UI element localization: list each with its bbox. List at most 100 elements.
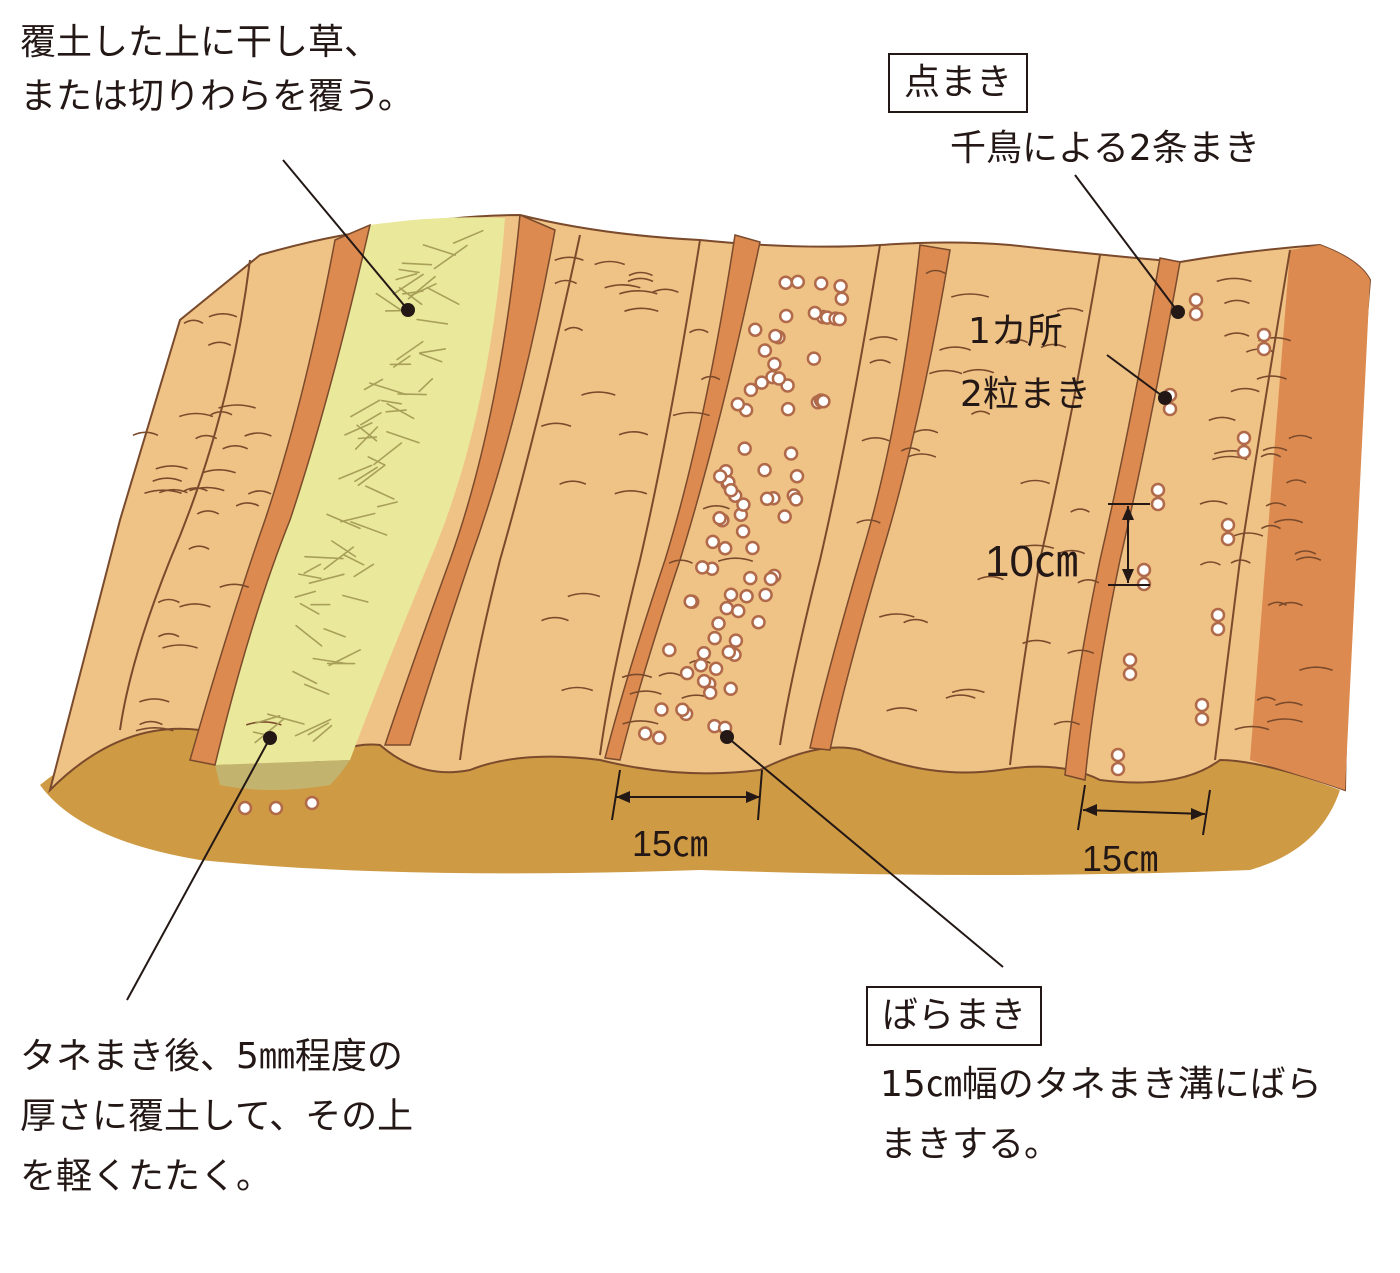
soil-texture-stroke [157,598,180,604]
soil-texture-stroke [244,432,272,437]
seed [268,800,284,816]
seed [719,600,734,616]
soil-texture-stroke [207,341,232,347]
seed [790,274,806,290]
annotations [126,159,1211,1001]
soil-texture-stroke [886,707,918,712]
straw-texture-stroke [357,464,386,487]
seed [693,658,709,673]
soil-texture-stroke [1016,544,1055,550]
seed [723,587,739,602]
soil-texture-stroke [155,465,188,470]
leader-dot-sowing [1074,174,1179,313]
soil-texture-stroke [179,603,211,608]
soil-texture-stroke [183,487,208,492]
furrow-wall-1 [189,223,372,766]
soil-texture-stroke [1256,696,1276,701]
straw-texture-stroke [407,275,436,300]
soil-texture-stroke [222,445,249,450]
dimension-15cm-a [611,769,763,821]
per-spot-label-line1: 1カ所 [968,311,1063,352]
leader-dot-per-spot [1158,391,1172,405]
seed [757,462,772,478]
straw-texture-stroke [433,244,468,270]
seed [702,685,718,701]
straw-texture-stroke [365,485,395,500]
seed [712,511,727,526]
soil-texture-stroke [970,410,991,415]
furrow-wall-3 [604,234,761,761]
straw-texture-stroke [452,229,484,244]
seed [723,483,739,498]
dimension-15cm-b [1077,784,1211,836]
soil-texture-stroke [627,277,654,283]
straw-texture-stroke [344,422,373,436]
seed [1220,531,1236,547]
soil-texture-stroke [879,613,915,618]
seed [662,642,677,658]
cover-label-line1: タネまき後、5㎜程度の [20,1036,403,1077]
soil-texture-stroke [135,727,174,732]
soil-texture-stroke [624,307,659,313]
soil-texture-stroke [1058,549,1086,555]
seed [813,276,829,291]
seed [834,291,850,306]
straw-texture-stroke [393,355,411,368]
soil-texture-stroke [202,469,236,474]
straw-texture-stroke [426,286,460,305]
soil-texture-stroke [962,368,995,374]
seed [788,492,804,507]
seed [1194,711,1210,727]
seed [708,661,724,677]
straw-texture-stroke [367,456,386,466]
cover-label-line3: を軽くたたく。 [20,1156,273,1197]
broadcast-desc-line2: まきする。 [880,1124,1061,1165]
soil-texture-stroke [939,346,971,351]
soil-texture-stroke [1216,277,1252,283]
seed [745,540,760,556]
soil-texture-stroke [218,404,256,409]
straw-texture-stroke [295,624,323,647]
soil-texture-stroke [1275,701,1303,707]
straw-texture-stroke [312,657,347,665]
soil-texture-stroke [951,688,985,694]
soil-end-face [1250,245,1370,790]
ridge-outline [779,244,881,746]
soil-texture-stroke [179,412,214,418]
seed [816,394,831,409]
soil-texture-stroke [1070,508,1090,513]
soil-texture-stroke [1020,479,1051,485]
seed [832,311,847,327]
soil-texture-stroke [900,447,921,452]
straw-texture-stroke [396,340,424,361]
ridge-outline [599,239,701,756]
seed [717,541,733,556]
leader-per-spot [1106,354,1166,399]
seed [707,630,722,646]
soil-texture-stroke [1005,338,1029,344]
soil-texture-stroke [951,293,990,298]
soil-texture-stroke [1230,387,1260,393]
seed [1188,292,1204,308]
straw-texture-stroke [380,399,402,405]
straw-texture-stroke [307,722,330,736]
seed [1256,327,1272,343]
leader-dot-broadcast [720,730,734,744]
ridge-outline [459,234,581,761]
seed [739,589,754,604]
seed [778,275,793,290]
seed [735,524,751,539]
straw-texture-stroke [386,431,420,444]
soil-texture-stroke [1208,416,1236,422]
straw-texture-stroke [401,262,433,266]
straw-texture-stroke [373,442,403,466]
seed [731,603,746,619]
straw-texture-stroke [298,573,322,580]
soil-texture-stroke [554,256,584,262]
soil-texture [132,256,1333,732]
soil-texture-stroke [139,698,170,703]
straw-texture-stroke [267,713,305,725]
soil-texture-stroke [619,290,658,295]
soil-texture-stroke [717,557,754,562]
